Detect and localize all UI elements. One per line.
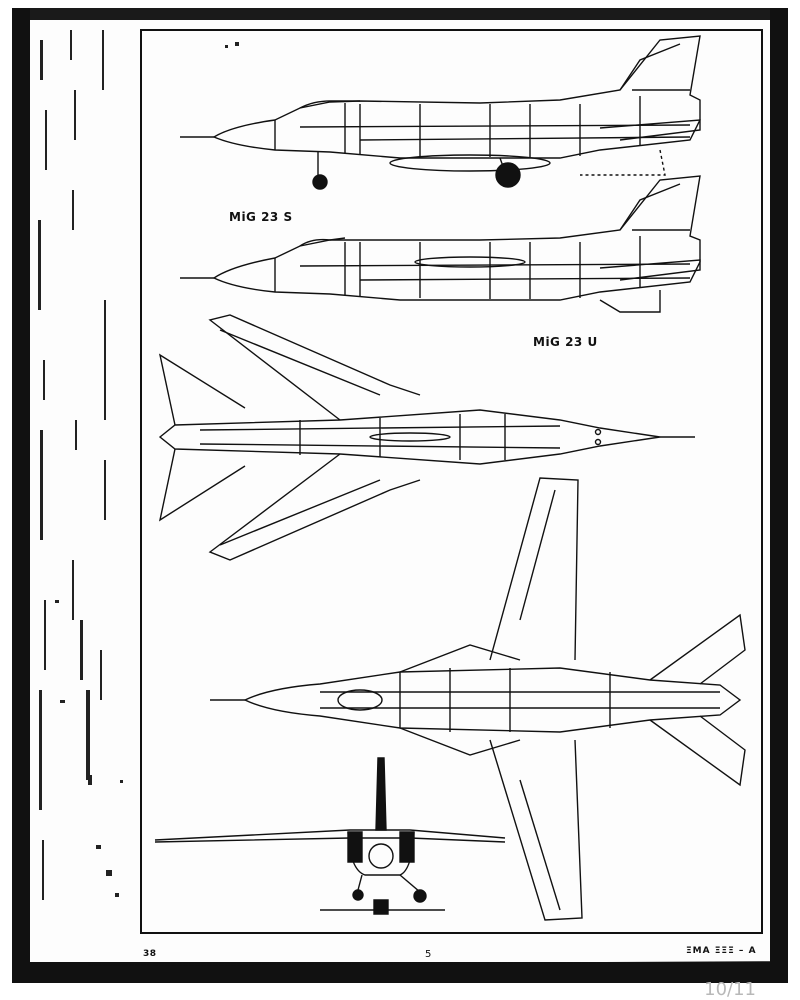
page-mark-left: 38 xyxy=(143,949,157,959)
caption-mig23u: MiG 23 U xyxy=(533,335,598,349)
plan-view-swept xyxy=(160,315,695,560)
drawing-frame xyxy=(141,30,762,933)
caption-mig23s: MiG 23 S xyxy=(229,210,293,224)
scan-noise xyxy=(38,30,239,900)
page-mark-center: 5 xyxy=(425,949,432,960)
side-view-mig23s xyxy=(180,36,700,189)
front-view xyxy=(155,758,505,914)
bottom-rule xyxy=(88,962,770,965)
page-mark-right: ΞΜΑ ΞΞΞ – Α xyxy=(686,946,757,956)
plan-view-spread xyxy=(210,478,745,920)
page-counter: 10/11 xyxy=(704,979,756,1000)
side-view-mig23u xyxy=(180,176,700,312)
